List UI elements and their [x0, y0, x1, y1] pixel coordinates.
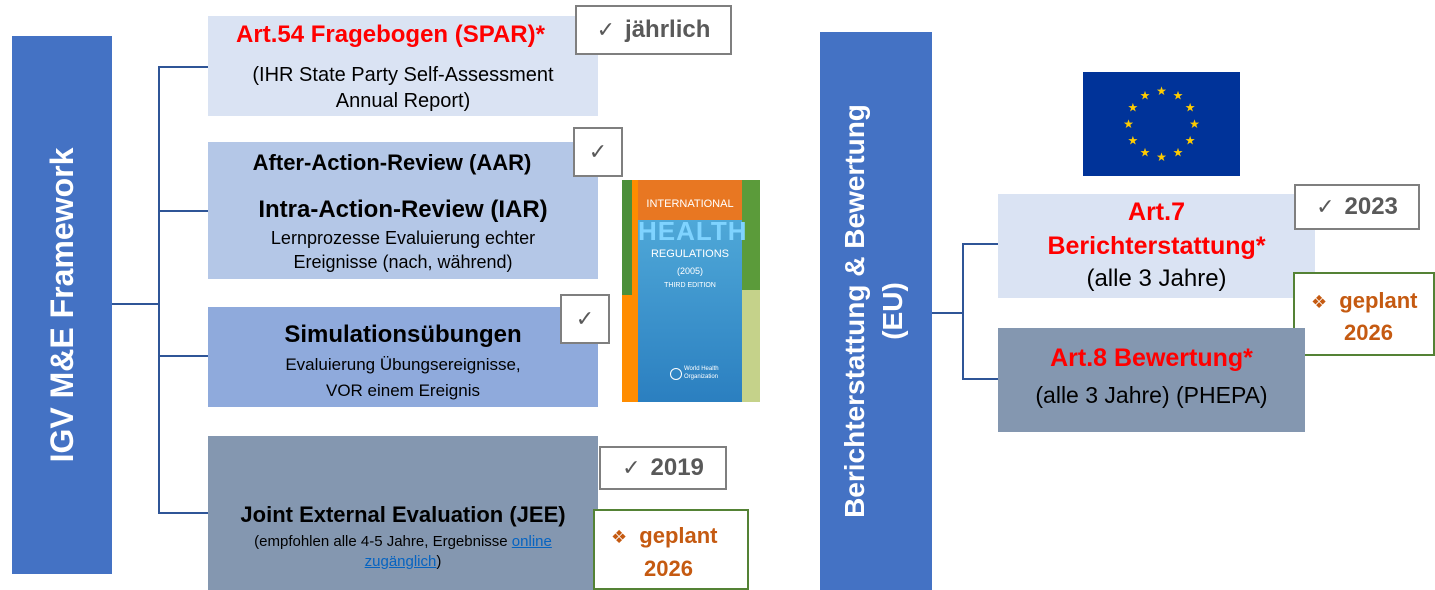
- simulation-desc-line1: Evaluierung Übungsereignisse,: [285, 355, 521, 374]
- eu-bar: Berichterstattung & Bewertung (EU): [820, 32, 932, 590]
- check-icon: ✓: [1316, 194, 1335, 219]
- jee-box: Joint External Evaluation (JEE) (empfohl…: [208, 436, 598, 590]
- eu-flag-icon: ★★★★★★★★★★★★: [1083, 72, 1240, 176]
- spar-subtitle-line2: Annual Report): [335, 90, 471, 112]
- aar-box: After-Action-Review (AAR) Intra-Action-R…: [208, 142, 598, 279]
- iar-title: Intra-Action-Review (IAR): [258, 196, 548, 223]
- check-icon: ✓: [596, 17, 616, 42]
- book-line2: HEALTH: [638, 216, 748, 246]
- jee-accessible-link[interactable]: zugänglich: [364, 553, 437, 570]
- jee-desc-prefix: (empfohlen alle 4-5 Jahre, Ergebnisse: [254, 533, 512, 550]
- check-icon: ✓: [575, 306, 595, 331]
- art8-box: Art.8 Bewertung* (alle 3 Jahre) (PHEPA): [998, 328, 1305, 432]
- aar-title: After-Action-Review (AAR): [252, 150, 532, 175]
- art8-desc: (alle 3 Jahre) (PHEPA): [1035, 382, 1268, 408]
- simulation-check-badge: ✓: [560, 294, 610, 344]
- eu-star-icon: ★: [1156, 150, 1167, 164]
- framework-bar: IGV M&E Framework: [12, 36, 112, 574]
- book-line5: THIRD EDITION: [664, 282, 716, 289]
- art8-title: Art.8 Bewertung*: [1050, 344, 1253, 372]
- art7-title-line1: Art.7: [1128, 198, 1185, 226]
- eu-star-icon: ★: [1173, 146, 1184, 160]
- jee-plan-line1-wrap: ❖ geplant: [611, 521, 718, 552]
- jee-check-badge: ✓ 2019: [599, 446, 727, 490]
- aar-desc-line1: Lernprozesse Evaluierung echter: [270, 228, 536, 248]
- eu-star-icon: ★: [1128, 134, 1139, 148]
- art7-check-badge: ✓ 2023: [1294, 184, 1420, 230]
- book-line1: INTERNATIONAL: [646, 198, 734, 210]
- art7-check-label: 2023: [1344, 193, 1398, 220]
- jee-plan-line1: geplant: [639, 523, 718, 548]
- eu-star-icon: ★: [1123, 117, 1134, 131]
- eu-label-line1: Berichterstattung & Bewertung: [839, 104, 870, 518]
- plan-icon: ❖: [1311, 292, 1328, 312]
- jee-online-link[interactable]: online: [511, 533, 552, 550]
- ihr-book-cover-image: INTERNATIONAL HEALTH REGULATIONS (2005) …: [622, 180, 760, 402]
- framework-label: IGV M&E Framework: [44, 147, 80, 463]
- check-icon: ✓: [588, 139, 608, 164]
- book-publisher-line2: Organization: [684, 374, 719, 380]
- jee-desc-suffix: ): [436, 553, 442, 570]
- jee-desc: (empfohlen alle 4-5 Jahre, Ergebnisse on…: [208, 532, 598, 572]
- art7-plan-line2: 2026: [1344, 320, 1393, 345]
- eu-star-icon: ★: [1185, 134, 1196, 148]
- spar-subtitle-line1: (IHR State Party Self-Assessment: [252, 64, 554, 86]
- simulation-title: Simulationsübungen: [284, 321, 522, 348]
- spar-title: Art.54 Fragebogen (SPAR)*: [236, 21, 545, 48]
- spar-check-badge: ✓ jährlich: [575, 5, 732, 55]
- jee-check-label: 2019: [650, 454, 704, 481]
- eu-star-icon: ★: [1185, 101, 1196, 115]
- check-icon: ✓: [622, 455, 641, 480]
- art7-plan-line1: geplant: [1339, 288, 1418, 313]
- eu-star-icon: ★: [1128, 101, 1139, 115]
- aar-check-badge: ✓: [573, 127, 623, 177]
- eu-star-icon: ★: [1156, 84, 1167, 98]
- aar-desc-line2: Ereignisse (nach, während): [293, 252, 513, 272]
- art7-plan-line1-wrap: ❖ geplant: [1311, 286, 1418, 317]
- eu-label: Berichterstattung & Bewertung (EU): [836, 32, 916, 590]
- jee-title: Joint External Evaluation (JEE): [240, 502, 566, 527]
- eu-star-icon: ★: [1140, 88, 1151, 102]
- eu-star-icon: ★: [1189, 117, 1200, 131]
- jee-plan-line2: 2026: [644, 556, 693, 581]
- art7-plan-badge: ❖ geplant 2026: [1293, 272, 1435, 356]
- spar-box: Art.54 Fragebogen (SPAR)* (IHR State Par…: [208, 16, 598, 116]
- art7-title-line2: Berichterstattung*: [1047, 232, 1266, 260]
- book-line3: REGULATIONS: [650, 248, 730, 260]
- spar-check-label: jährlich: [625, 16, 711, 43]
- eu-star-icon: ★: [1173, 88, 1184, 102]
- art7-desc: (alle 3 Jahre): [1086, 265, 1227, 292]
- eu-star-icon: ★: [1140, 146, 1151, 160]
- who-logo-icon: [670, 368, 682, 380]
- eu-label-line2: (EU): [877, 282, 908, 340]
- eu-stars: ★★★★★★★★★★★★: [1123, 84, 1200, 164]
- simulation-desc-line2: VOR einem Ereignis: [325, 381, 480, 400]
- art7-box: Art.7 Berichterstattung* (alle 3 Jahre): [998, 194, 1315, 298]
- book-publisher-line1: World Health: [684, 366, 719, 372]
- plan-icon: ❖: [611, 527, 628, 547]
- book-line4: (2005): [676, 266, 703, 276]
- simulation-box: Simulationsübungen Evaluierung Übungsere…: [208, 307, 598, 407]
- jee-plan-badge: ❖ geplant 2026: [593, 509, 749, 590]
